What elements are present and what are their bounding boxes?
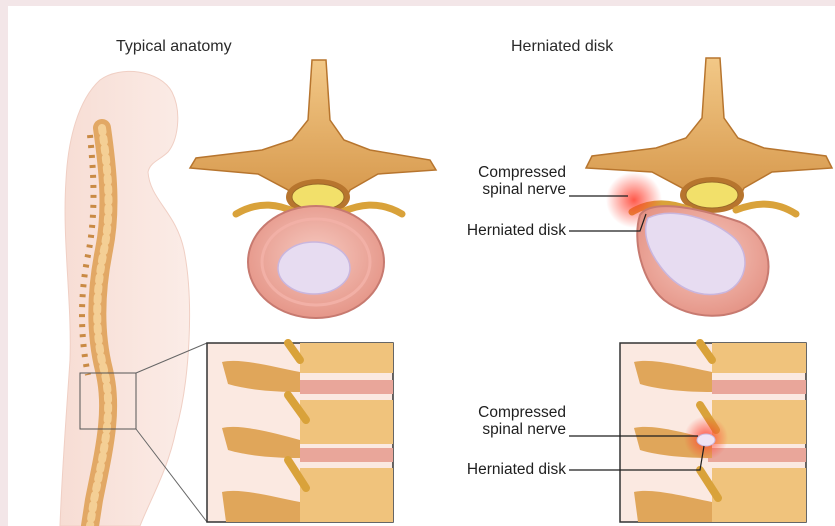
label-herniated-disk-top: Herniated disk bbox=[430, 222, 566, 239]
herniated-side-view bbox=[620, 343, 806, 522]
heading-typical-anatomy: Typical anatomy bbox=[116, 38, 232, 56]
label-compressed-nerve-bottom: Compressed spinal nerve bbox=[440, 404, 566, 438]
label-compressed-nerve-top: Compressed spinal nerve bbox=[440, 164, 566, 198]
herniated-vertebra bbox=[586, 58, 832, 316]
heading-herniated-disk: Herniated disk bbox=[511, 38, 613, 56]
label-herniated-disk-bottom: Herniated disk bbox=[430, 461, 566, 478]
typical-side-view bbox=[207, 343, 393, 522]
body-silhouette bbox=[60, 71, 190, 526]
typical-vertebra bbox=[190, 60, 436, 318]
